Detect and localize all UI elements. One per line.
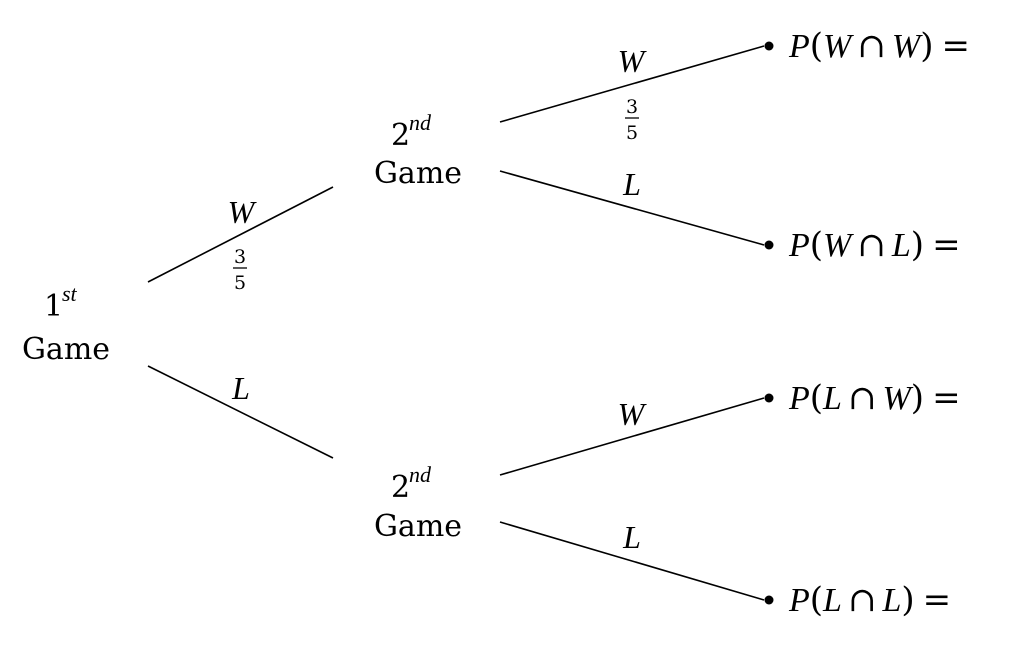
outcome-dot bbox=[764, 240, 774, 250]
branch-lower-loss bbox=[499, 521, 765, 601]
branch-upper-win-probability: 3 5 bbox=[625, 96, 639, 144]
branch-first-win-prob-denominator: 5 bbox=[234, 272, 246, 294]
branch-upper-win-prob-denominator: 5 bbox=[626, 122, 638, 144]
outcome-dot bbox=[764, 393, 774, 403]
outcome-win-win: P(W∩W)= bbox=[764, 26, 970, 66]
branch-upper-loss-label: L bbox=[622, 166, 641, 202]
branch-first-win-prob-numerator: 3 bbox=[234, 246, 246, 268]
outcome-dot bbox=[764, 595, 774, 605]
branch-first-loss-label: L bbox=[231, 370, 250, 406]
branch-upper-win bbox=[499, 45, 765, 123]
branch-first-win-probability: 3 5 bbox=[233, 246, 247, 294]
outcome-dot bbox=[764, 41, 774, 51]
branch-lower-win-label: W bbox=[618, 396, 648, 432]
branch-upper-win-prob-numerator: 3 bbox=[626, 96, 638, 118]
node-first-game: 1 st Game bbox=[22, 281, 110, 367]
branch-lower-loss-label: L bbox=[622, 519, 641, 555]
node-second-game-lower-label: Game bbox=[374, 509, 462, 544]
branch-first-win bbox=[147, 186, 334, 283]
branch-first-win-label: W bbox=[228, 194, 258, 230]
branch-upper-win-label: W bbox=[618, 43, 648, 79]
node-second-game-lower-ordinal: 2 bbox=[391, 470, 410, 505]
outcome-win-loss-expression: P(W∩L)= bbox=[788, 225, 961, 265]
outcome-loss-loss-expression: P(L∩L)= bbox=[788, 580, 951, 620]
branch-upper-loss bbox=[499, 170, 765, 246]
node-second-game-lower-suffix: nd bbox=[409, 462, 432, 487]
outcome-loss-win: P(L∩W)= bbox=[764, 378, 961, 418]
node-first-game-label: Game bbox=[22, 332, 110, 367]
node-first-game-ordinal: 1 bbox=[44, 289, 63, 324]
outcome-loss-win-expression: P(L∩W)= bbox=[788, 378, 961, 418]
outcome-win-loss: P(W∩L)= bbox=[764, 225, 961, 265]
branch-first-loss bbox=[147, 365, 334, 459]
node-second-game-upper-label: Game bbox=[374, 156, 462, 191]
node-second-game-upper-ordinal: 2 bbox=[391, 118, 410, 153]
node-second-game-lower: 2 nd Game bbox=[374, 462, 462, 544]
branch-lower-win bbox=[499, 397, 765, 476]
outcome-loss-loss: P(L∩L)= bbox=[764, 580, 951, 620]
node-first-game-suffix: st bbox=[62, 281, 78, 306]
node-second-game-upper: 2 nd Game bbox=[374, 110, 462, 191]
outcome-win-win-expression: P(W∩W)= bbox=[788, 26, 970, 66]
node-second-game-upper-suffix: nd bbox=[409, 110, 432, 135]
